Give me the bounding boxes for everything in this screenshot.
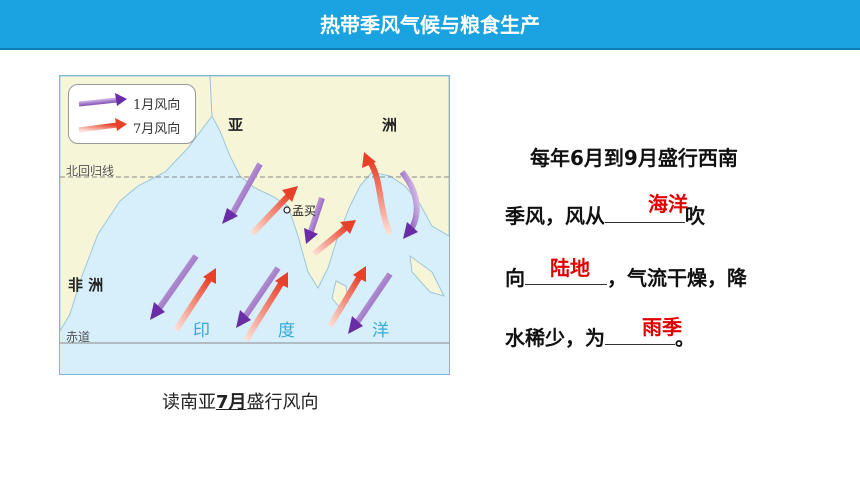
label-ocean-3: 洋 [372, 321, 389, 341]
label-africa: 非 洲 [68, 276, 104, 294]
page-title: 热带季风气候与粮食生产 [320, 13, 540, 37]
title-underline [0, 48, 860, 50]
question-line-4a: 水稀少，为 [505, 326, 605, 350]
question-line-4b: 。 [675, 326, 695, 350]
label-asia-1: 亚 [228, 116, 244, 134]
answer-2: 陆地 [550, 256, 590, 280]
legend-arrows [78, 93, 127, 133]
label-ocean-2: 度 [278, 321, 295, 341]
land-sumatra [409, 254, 445, 297]
caption-post: 盛行风向 [246, 392, 319, 413]
question-line-3b: ，气流干燥，降 [607, 266, 747, 290]
question-line-1: 每年6月到9月盛行西南 [530, 146, 738, 170]
question-line-3a: 向 [505, 266, 525, 290]
label-ocean-1: 印 [193, 321, 210, 341]
question-line-2: 季风，风从 吹 [505, 200, 705, 229]
caption-emphasis: 7月 [216, 392, 247, 413]
map-caption: 读南亚7月盛行风向 [162, 388, 319, 414]
question-line-2a: 季风，风从 [505, 204, 605, 228]
answer-3: 雨季 [642, 315, 682, 339]
answer-blank-1 [605, 200, 685, 223]
jul-wind-arrows [173, 152, 393, 342]
question-line-2b: 吹 [685, 204, 705, 228]
legend-jul-label: 7月风向 [133, 122, 181, 137]
land-asia [209, 76, 449, 290]
question-line-3: 向 ，气流干燥，降 [505, 262, 747, 291]
label-mumbai: 孟买 [292, 204, 317, 218]
answer-1: 海洋 [648, 192, 688, 216]
caption-pre: 读南亚 [162, 392, 216, 413]
legend-jan-label: 1月风向 [133, 98, 181, 113]
label-tropic: 北回归线 [66, 164, 115, 178]
jan-wind-arrows [150, 162, 420, 334]
mumbai-marker [283, 206, 291, 214]
title-bar: 热带季风气候与粮食生产 [0, 0, 860, 50]
label-asia-2: 洲 [382, 116, 398, 134]
map-legend: 1月风向 7月风向 [68, 84, 196, 144]
answer-blank-3 [605, 322, 675, 345]
south-asia-wind-map: 1月风向 7月风向 亚 洲 非 洲 北回归线 赤道 孟买 印 度 洋 [59, 75, 450, 375]
label-equator: 赤道 [66, 330, 91, 344]
question-line-4: 水稀少，为 。 [505, 322, 695, 351]
answer-blank-2 [525, 262, 607, 285]
